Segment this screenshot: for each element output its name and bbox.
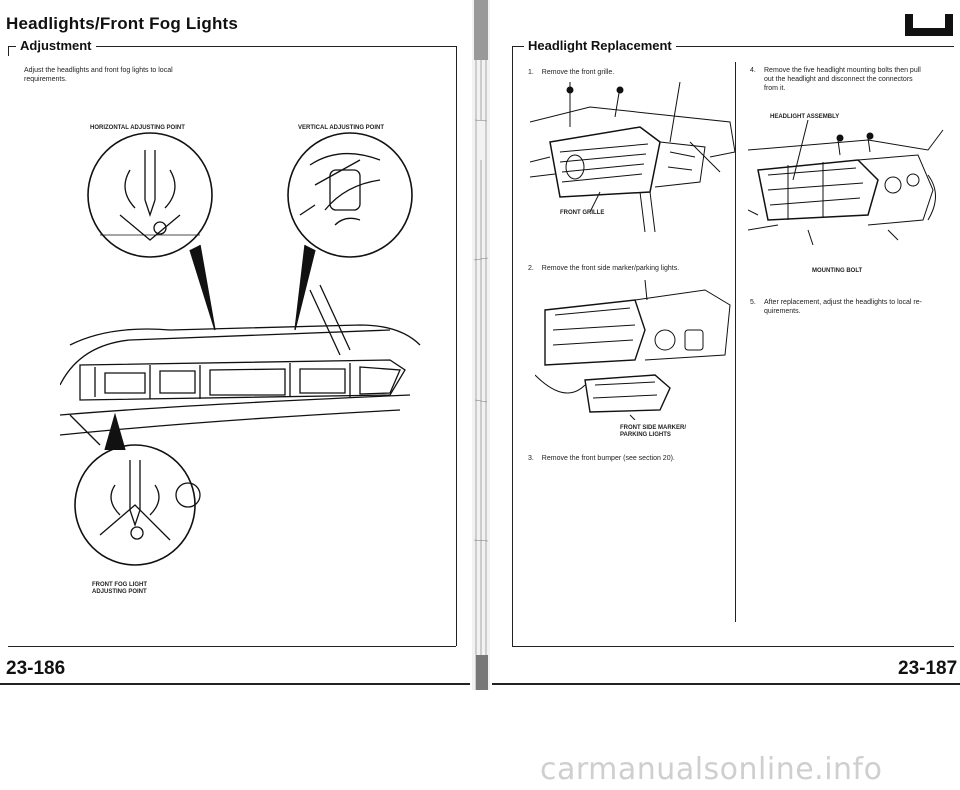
intro-line-1: Adjust the headlights and front fog ligh… [24,67,173,74]
step-4-line-1: Remove the five headlight mounting bolts… [764,67,921,74]
label-mounting-bolt: MOUNTING BOLT [812,268,863,274]
label-horizontal-adjusting-point: HORIZONTAL ADJUSTING POINT [90,125,185,131]
step-4-number: 4. [750,67,756,74]
right-page-column-divider [735,62,736,622]
step-1-text: Remove the front grille. [541,69,615,76]
fog-label-line-2: ADJUSTING POINT [92,589,147,595]
section-heading-adjustment: Adjustment [16,38,96,53]
headlight-adjustment-illustration [60,115,440,605]
section-rule-right [512,46,954,47]
step-5-line-2: quirements. [764,308,801,315]
step-1-number: 1. [528,69,534,76]
label-front-grille: FRONT GRILLE [560,210,605,216]
step-5: 5. After replacement, adjust the headlig… [750,298,950,316]
step-2-number: 2. [528,265,534,272]
label-vertical-adjusting-point: VERTICAL ADJUSTING POINT [298,125,385,131]
right-page-footer-rule [492,683,960,685]
step-1: 1. Remove the front grille. [528,68,738,77]
step-3: 3. Remove the front bumper (see section … [528,454,738,463]
page-title-left: Headlights/Front Fog Lights [6,14,239,33]
section-rule-left-vertical [8,46,9,56]
page-number-left: 23-186 [6,658,66,679]
section-rule-left [8,46,456,47]
corner-tab-mark [905,14,953,36]
step-4: 4. Remove the five headlight mounting bo… [750,66,950,93]
section-rule-right-vertical [512,46,513,646]
left-page-footer-rule [0,683,470,685]
adjustment-intro: Adjust the headlights and front fog ligh… [24,66,254,84]
label-front-fog-light: FRONT FOG LIGHT ADJUSTING POINT [92,582,147,596]
page-binding-gutter [472,0,490,690]
step-4-line-2: out the headlight and disconnect the con… [764,76,913,83]
side-marker-illustration [535,280,735,420]
step-2: 2. Remove the front side marker/parking … [528,264,738,273]
headlight-assembly-illustration [748,120,948,260]
label-front-side-marker: FRONT SIDE MARKER/ PARKING LIGHTS [620,425,686,439]
step-2-text: Remove the front side marker/parking lig… [541,265,680,272]
fog-label-line-1: FRONT FOG LIGHT [92,582,147,588]
left-page-right-border [456,46,457,646]
front-grille-illustration [530,82,740,232]
watermark-text: carmanualsonline.info [540,752,883,787]
label-headlight-assembly: HEADLIGHT ASSEMBLY [770,114,840,120]
step-3-text: Remove the front bumper (see section 20)… [541,455,675,462]
right-page-bottom-rule [512,646,954,647]
step-5-number: 5. [750,299,756,306]
step-3-number: 3. [528,455,534,462]
left-page-bottom-rule [8,646,456,647]
intro-line-2: requirements. [24,76,67,83]
marker-label-line-2: PARKING LIGHTS [620,432,671,438]
step-5-line-1: After replacement, adjust the headlights… [764,299,922,306]
step-4-line-3: from it. [764,85,786,92]
section-heading-headlight-replacement: Headlight Replacement [524,38,676,53]
page-number-right: 23-187 [898,658,958,679]
marker-label-line-1: FRONT SIDE MARKER/ [620,425,686,431]
